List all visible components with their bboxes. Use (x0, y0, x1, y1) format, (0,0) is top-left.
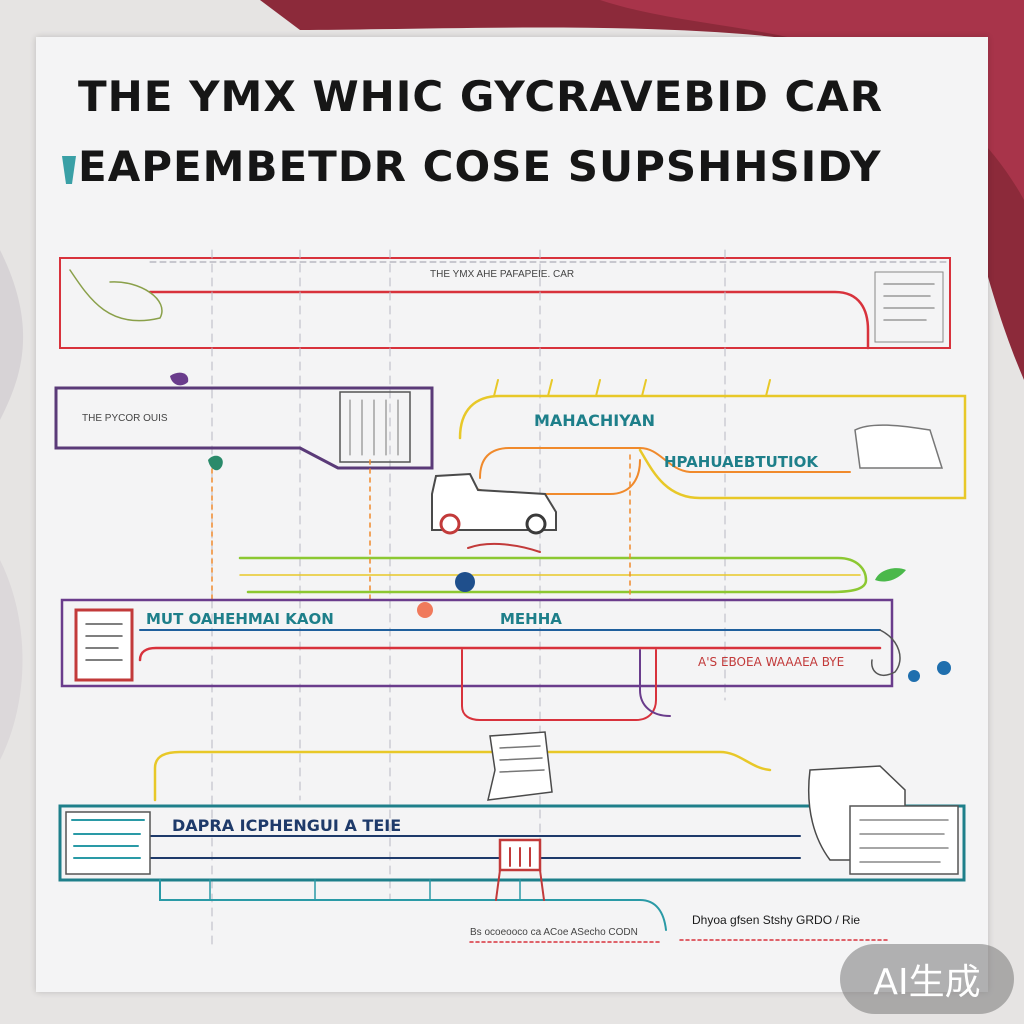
marker-dot (417, 602, 433, 618)
note-row-2: THE PYCOR OUIS (82, 413, 168, 424)
marker-dot (908, 670, 920, 682)
row-2-yellow-frame (458, 394, 967, 500)
row-4-teal-rail (159, 879, 667, 931)
marker-dot (937, 661, 951, 675)
row-2-orange-line (479, 447, 851, 479)
row-3-end-curve (871, 629, 901, 676)
leaf-mark (875, 568, 906, 582)
title-line-2: EAPEMBETDR COSE SUPSHHSIDY (78, 142, 882, 191)
label-hpahuaebtutiok: HPAHUAEBTUTIOK (664, 453, 818, 471)
row-1-form (874, 271, 944, 343)
row-4-navy-line (149, 835, 801, 859)
row-1-sketch (69, 269, 163, 322)
note-row-1: THE YMX AHE PAFAPEIE. CAR (430, 269, 575, 280)
row-3-frame (60, 598, 894, 688)
row-2-ticks (493, 379, 771, 397)
row-4-frame (58, 804, 966, 882)
row-3-clipboard (74, 608, 134, 682)
title-line-1: THE YMX WHIC GYCRAVEBID CAR (78, 72, 884, 121)
row-4-screen (65, 811, 151, 875)
marker-dot (208, 455, 223, 471)
row-2-building (339, 391, 411, 463)
label-mahachiyan: MAHACHIYAN (534, 411, 655, 430)
label-mut-oahehmai-kaon: MUT OAHEHMAI KAON (146, 610, 334, 628)
note-bottom-right: Dhyoa gfsen Stshy GRDO / Rie (692, 913, 861, 927)
red-drops (211, 454, 631, 601)
document-icon (487, 731, 553, 801)
chair-icon (495, 838, 545, 901)
row-3-drop-left (461, 649, 657, 721)
marker-dot (170, 372, 189, 386)
bottom-note-underline (469, 939, 889, 943)
marker-dot (455, 572, 475, 592)
ai-generated-badge: AI生成 (840, 944, 1014, 1014)
car-icon (431, 472, 557, 553)
row-1-line (148, 290, 870, 350)
row-3-red-line (138, 646, 882, 662)
row-4-yellow-line (153, 750, 772, 802)
row-2-to-3-connector (238, 556, 868, 594)
row-1-frame (59, 257, 951, 349)
ai-generated-label: AI生成 (873, 962, 981, 1003)
label-mehha: MEHHA (500, 610, 562, 628)
label-dapra-icphengui: DAPRA ICPHENGUI A TEIE (172, 816, 402, 835)
row-2-callout (54, 386, 434, 470)
label-aseboe-byе: A'S EBOEA WAAAEA BYE (698, 655, 845, 669)
row-3-drop-right (639, 649, 671, 717)
note-bottom-left: Bs ocoeooco ca ACoe ASecho CODN (470, 927, 638, 938)
sketch-right-row2 (854, 424, 944, 469)
row-4-rail-ticks (209, 879, 521, 901)
